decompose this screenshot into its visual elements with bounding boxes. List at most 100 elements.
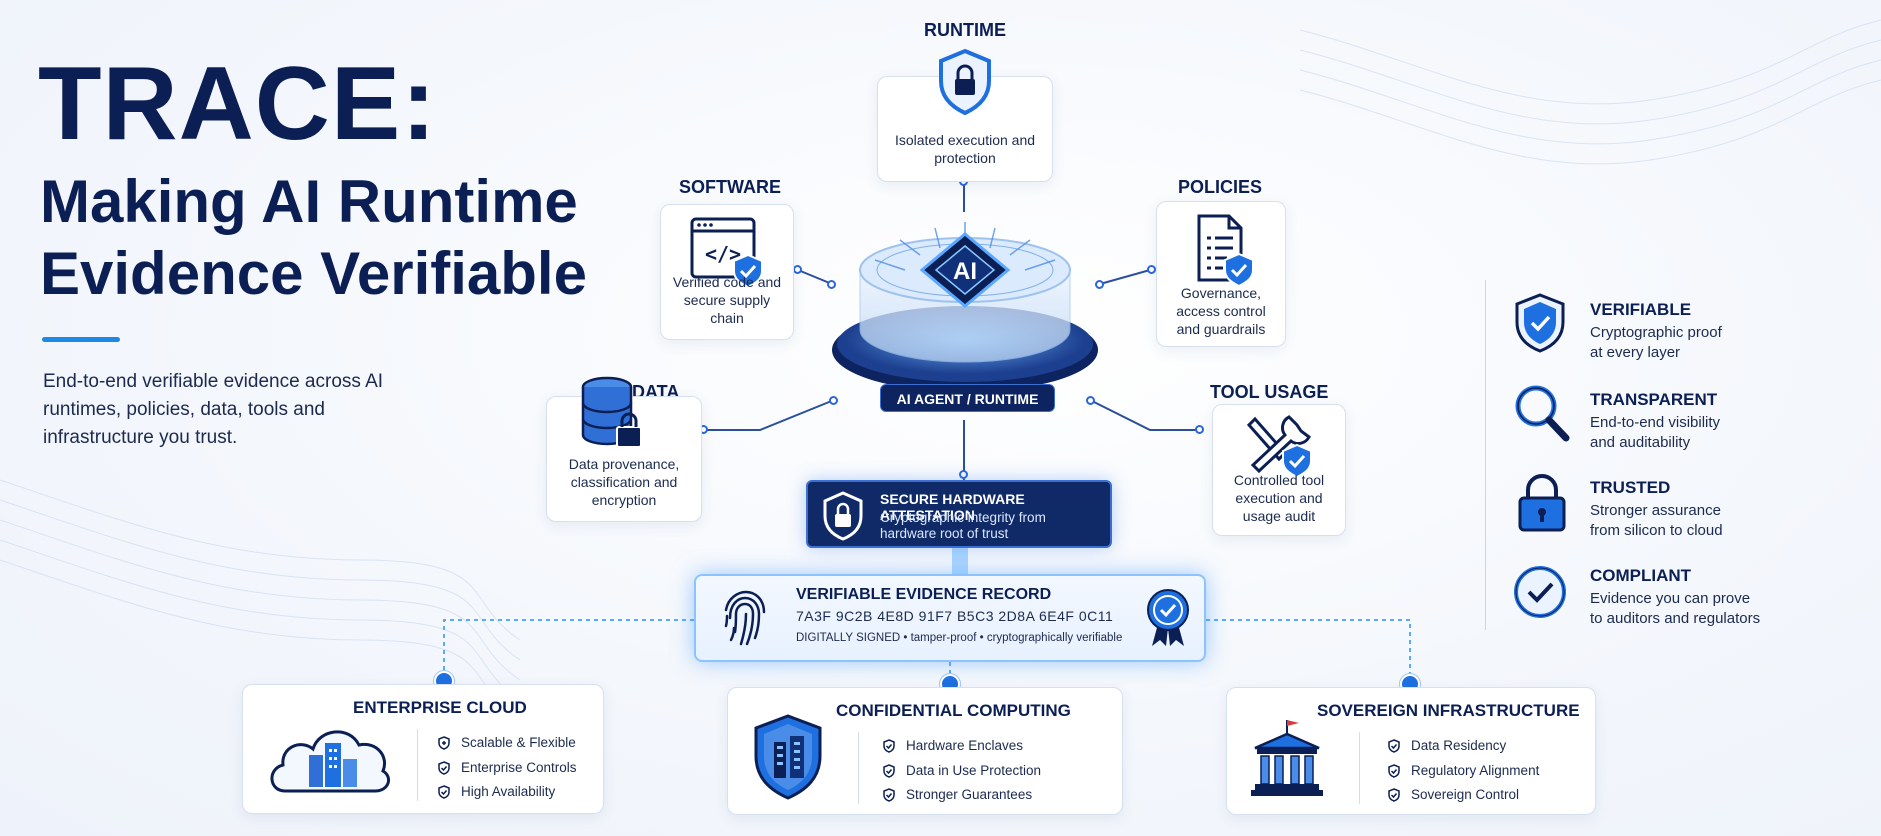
magnifier-icon [1515, 385, 1570, 442]
connector-dot-tools [1195, 425, 1204, 434]
tools-icon [1246, 415, 1312, 477]
padlock-icon [1518, 474, 1566, 532]
code-window-icon: </> [690, 217, 763, 289]
connector-dot-policies [1147, 265, 1156, 274]
feature-item: Data in Use Protection [882, 759, 1041, 784]
attestation-title: SECURE HARDWARE ATTESTATION [880, 491, 1025, 523]
feature-item: High Availability [437, 780, 577, 805]
page-title: TRACE: [38, 46, 437, 162]
deployment-card-confidential-computing: CONFIDENTIAL COMPUTING Hardware Enclaves… [727, 687, 1123, 815]
property-title: COMPLIANT [1590, 566, 1692, 585]
policies-title: POLICIES [1177, 177, 1262, 197]
runtime-caption: Isolated execution and protection [894, 132, 1036, 166]
property-title: TRANSPARENT [1590, 390, 1718, 409]
hardware-attestation-box: SECURE HARDWARE ATTESTATION Cryptographi… [806, 480, 1112, 548]
tool-usage-title: TOOL USAGE [1210, 382, 1329, 402]
property-line: from silicon to cloud [1590, 522, 1723, 539]
data-card: Data provenance, classification and encr… [546, 376, 702, 522]
feature-list: Scalable & Flexible Enterprise Controls … [437, 731, 577, 805]
subtitle-line-2: Evidence Verifiable [40, 240, 587, 307]
data-caption: Data provenance, classification and encr… [568, 456, 680, 508]
property-title: TRUSTED [1590, 478, 1671, 497]
connector-dot-hub-right [1095, 280, 1104, 289]
cloud-buildings-icon [270, 730, 391, 793]
attestation-text: Cryptographic integrity from hardware ro… [880, 510, 1046, 541]
deployment-card-enterprise-cloud: ENTERPRISE CLOUD Scalable & Flexible Ent… [242, 684, 604, 814]
evidence-record-note: DIGITALLY SIGNED • tamper-proof • crypto… [796, 632, 1123, 644]
ai-runtime-hub: AI [832, 222, 1098, 392]
property-line: at every layer [1590, 344, 1681, 361]
subtitle-line-1: Making AI Runtime [40, 168, 578, 235]
page-subtitle: Making AI Runtime Evidence Verifiable [40, 166, 640, 310]
property-text: COMPLIANT Evidence you can prove to audi… [1590, 566, 1850, 629]
card-divider [858, 732, 859, 804]
property-transparent: TRANSPARENT End-to-end visibility and au… [1512, 382, 1852, 454]
shield-check-icon [1387, 739, 1401, 754]
shield-plus-icon [437, 736, 451, 751]
feature-item: Data Residency [1387, 734, 1539, 759]
evidence-record-hash: 7A3F 9C2B 4E8D 91F7 B5C3 2D8A 6E4F 0C11 [796, 608, 1114, 624]
runtime-title: RUNTIME [924, 20, 1006, 40]
hub-label: AI AGENT / RUNTIME [880, 384, 1055, 412]
policies-card: Governance, access control and guardrail… [1156, 201, 1286, 347]
connector-dot-software [793, 265, 802, 274]
property-line: Cryptographic proof [1590, 324, 1722, 341]
property-line: Stronger assurance [1590, 502, 1721, 519]
software-caption: Verified code and secure supply chain [672, 274, 782, 326]
property-line: End-to-end visibility [1590, 414, 1721, 431]
property-text: VERIFIABLE Cryptographic proof at every … [1590, 300, 1850, 363]
database-lock-icon [581, 376, 642, 448]
shield-check-icon [1387, 788, 1401, 803]
connector-dot-hub-tools [1086, 396, 1095, 405]
property-verifiable: VERIFIABLE Cryptographic proof at every … [1512, 292, 1852, 364]
properties-divider [1485, 280, 1486, 630]
page-description: End-to-end verifiable evidence across AI… [43, 371, 384, 448]
property-line: and auditability [1590, 434, 1691, 451]
connector-dot-hub-left [827, 280, 836, 289]
property-compliant: COMPLIANT Evidence you can prove to audi… [1512, 562, 1852, 634]
deployment-title: SOVEREIGN INFRASTRUCTURE [1317, 701, 1580, 720]
shield-check-icon [1515, 293, 1565, 353]
shield-check-icon [882, 763, 896, 778]
lock-shield-icon [939, 48, 991, 116]
tool-usage-caption: Controlled tool execution and usage audi… [1233, 472, 1325, 524]
feature-item: Enterprise Controls [437, 756, 577, 781]
government-building-icon [1251, 720, 1323, 796]
deployment-title: CONFIDENTIAL COMPUTING [836, 701, 1071, 720]
shield-server-icon [754, 714, 822, 800]
ai-chip-label: AI [953, 258, 977, 285]
deployment-title: ENTERPRISE CLOUD [353, 698, 527, 717]
fingerprint-icon [724, 590, 766, 646]
property-trusted: TRUSTED Stronger assurance from silicon … [1512, 472, 1852, 544]
property-line: Evidence you can prove [1590, 590, 1751, 607]
software-title: SOFTWARE [679, 177, 781, 197]
document-shield-icon [1197, 214, 1254, 288]
tool-usage-card: Controlled tool execution and usage audi… [1212, 404, 1346, 536]
shield-check-icon [1387, 763, 1401, 778]
feature-list: Hardware Enclaves Data in Use Protection… [882, 734, 1041, 808]
runtime-card: Isolated execution and protection [877, 48, 1053, 182]
title-accent-rule [42, 337, 120, 342]
feature-item: Scalable & Flexible [437, 731, 577, 756]
feature-item: Sovereign Control [1387, 783, 1539, 808]
property-text: TRANSPARENT End-to-end visibility and au… [1590, 390, 1850, 453]
property-text: TRUSTED Stronger assurance from silicon … [1590, 478, 1850, 541]
lock-shield-icon [823, 491, 863, 541]
shield-check-icon [882, 739, 896, 754]
card-divider [1359, 732, 1360, 804]
evidence-record-title: VERIFIABLE EVIDENCE RECORD [796, 586, 1052, 603]
policies-caption: Governance, access control and guardrail… [1176, 285, 1266, 337]
card-divider [417, 729, 418, 801]
feature-list: Data Residency Regulatory Alignment Sove… [1387, 734, 1539, 808]
feature-item: Regulatory Alignment [1387, 759, 1539, 784]
shield-check-icon [437, 760, 451, 775]
deployment-card-sovereign-infrastructure: SOVEREIGN INFRASTRUCTURE Data Residency … [1226, 687, 1596, 815]
certified-badge-icon [1147, 589, 1189, 646]
check-circle-icon [1514, 566, 1566, 618]
connector-dot-hub-data [829, 396, 838, 405]
connector-dot-attestation [959, 470, 968, 479]
property-line: to auditors and regulators [1590, 610, 1761, 627]
evidence-record-box: VERIFIABLE EVIDENCE RECORD 7A3F 9C2B 4E8… [694, 574, 1206, 662]
